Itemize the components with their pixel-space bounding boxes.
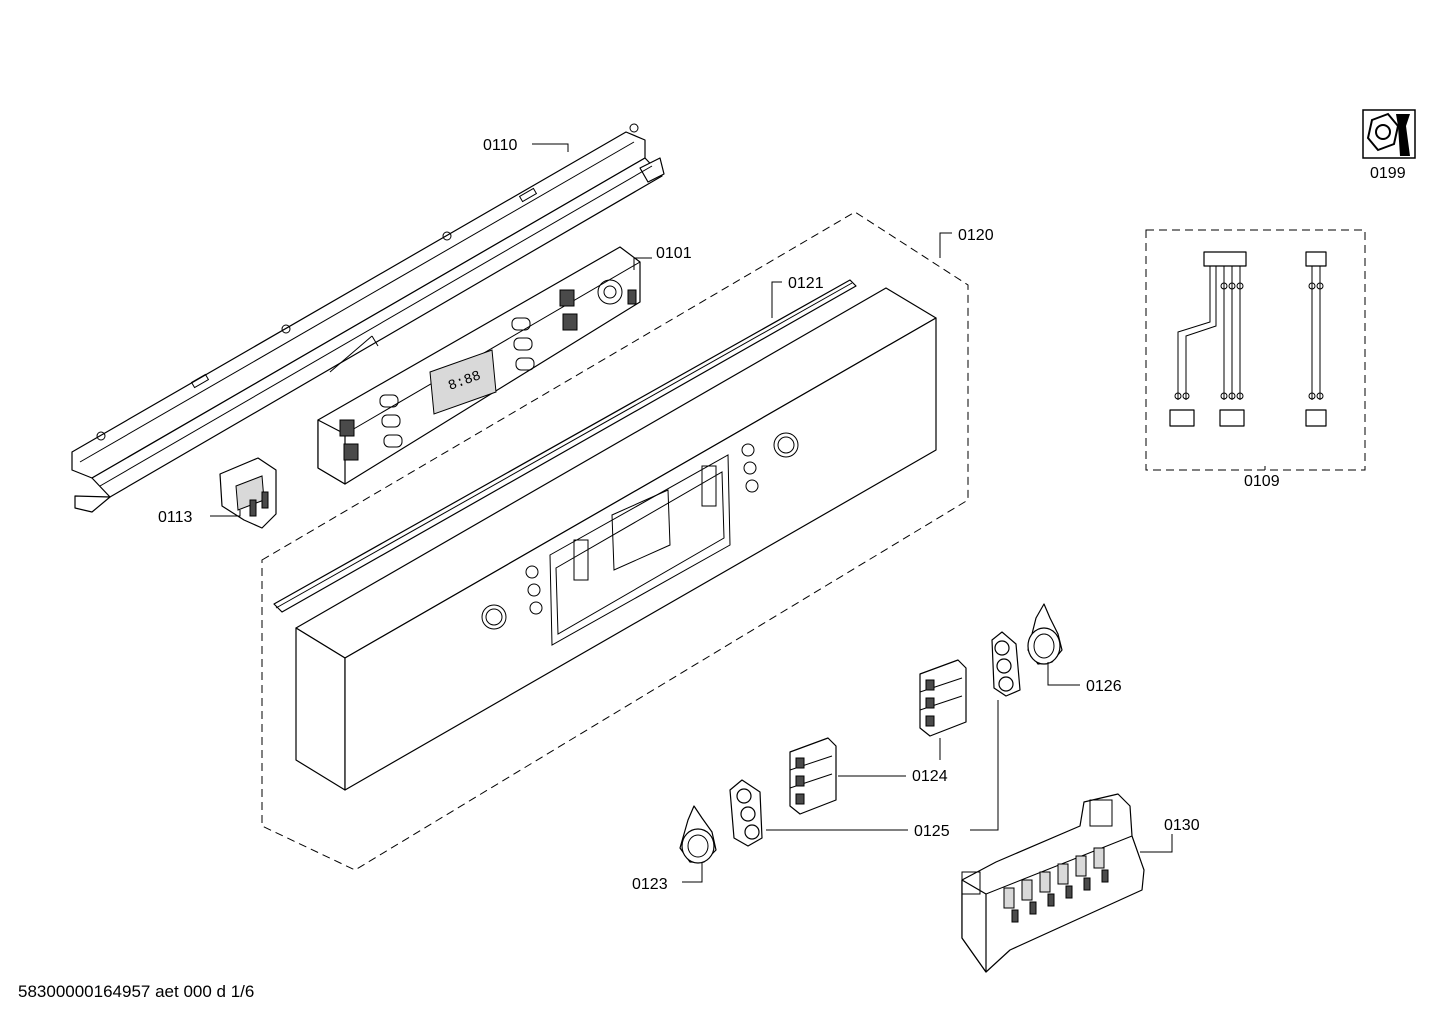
part-0121-seal-strip[interactable] bbox=[273, 279, 857, 613]
part-0110-mounting-rail[interactable] bbox=[71, 123, 665, 513]
leader-0120 bbox=[939, 232, 952, 258]
label-0120: 0120 bbox=[958, 227, 994, 244]
assembly-0109-outline bbox=[1145, 229, 1366, 471]
document-code: 58300000164957 aet 000 d 1/6 bbox=[18, 982, 255, 1001]
part-control-panel-fascia[interactable] bbox=[295, 287, 937, 791]
part-0130-button-holder[interactable] bbox=[961, 793, 1145, 973]
label-0126: 0126 bbox=[1086, 678, 1122, 695]
part-0125-button-carrier-upper[interactable] bbox=[991, 631, 1021, 697]
part-0124-switch-block-upper[interactable] bbox=[919, 659, 967, 737]
leader-0121 bbox=[771, 281, 782, 318]
label-0123: 0123 bbox=[632, 876, 668, 893]
label-0110: 0110 bbox=[483, 137, 518, 154]
part-0109-cable-harness[interactable] bbox=[1169, 251, 1327, 427]
label-0125: 0125 bbox=[914, 823, 950, 840]
label-0101: 0101 bbox=[656, 245, 692, 262]
leader-0125-right bbox=[970, 700, 999, 831]
leader-0126 bbox=[1047, 662, 1080, 686]
label-0130: 0130 bbox=[1164, 817, 1200, 834]
label-0113: 0113 bbox=[158, 509, 193, 526]
part-0124-switch-block-lower[interactable] bbox=[789, 737, 837, 815]
part-0125-button-carrier-lower[interactable] bbox=[729, 779, 763, 847]
part-0113-bracket[interactable] bbox=[219, 457, 277, 529]
leader-0101 bbox=[633, 257, 652, 270]
label-0124: 0124 bbox=[912, 768, 948, 785]
part-0126-knob[interactable] bbox=[1027, 603, 1063, 665]
leader-0110 bbox=[532, 143, 569, 152]
label-0121: 0121 bbox=[788, 275, 824, 292]
leader-0113 bbox=[210, 510, 241, 517]
nut-and-wrench-icon bbox=[1362, 109, 1416, 159]
part-0123-knob[interactable] bbox=[679, 805, 717, 864]
label-0199: 0199 bbox=[1370, 165, 1406, 182]
leader-0130 bbox=[1140, 834, 1173, 853]
leader-0123 bbox=[682, 862, 703, 883]
label-0109: 0109 bbox=[1244, 473, 1280, 490]
part-0101-control-module[interactable]: 8:88 bbox=[317, 246, 641, 485]
